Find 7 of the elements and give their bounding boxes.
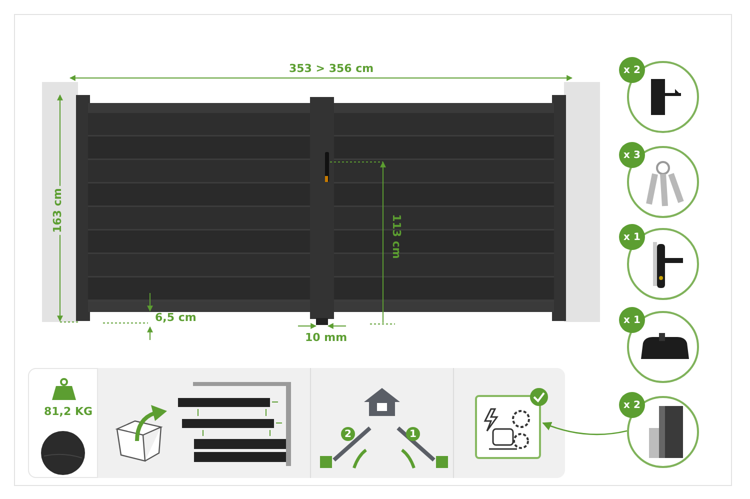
dimension-label: 353 > 356 cm	[289, 62, 374, 75]
dimension-label: 113 cm	[390, 214, 403, 259]
dimension-label: 6,5 cm	[155, 311, 196, 324]
dimension-label: 163 cm	[50, 186, 64, 235]
dimension-label: 10 mm	[305, 331, 348, 344]
arrow	[542, 422, 628, 436]
weight-label: 81,2 KG	[44, 405, 93, 418]
